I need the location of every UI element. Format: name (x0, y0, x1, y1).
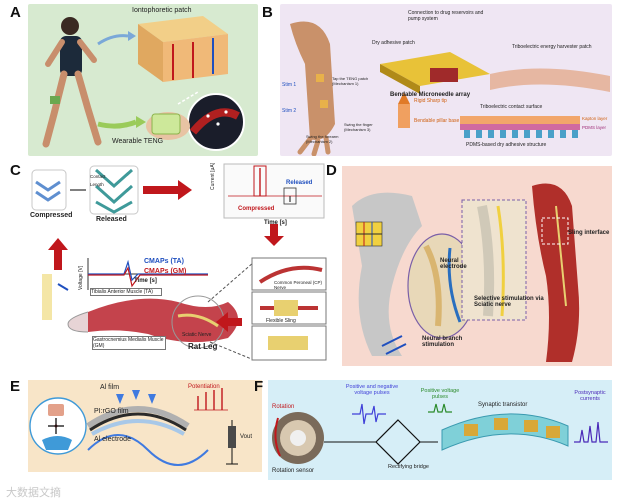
pdms-structure-label: PDMS-based dry adhesive structure (466, 142, 547, 148)
postsynaptic-label: Postsynaptic currents (574, 390, 606, 402)
contact-surface-label: Triboelectric contact surface (480, 104, 543, 110)
panel-b: Connection to drug reservoirs and pump s… (280, 4, 612, 156)
teng-patch-label: Tap the TENG patch (332, 76, 369, 81)
selective-label: Selective stimulation via Sciatic nerve (474, 296, 544, 308)
dry-adhesive-label: Dry adhesive patch (372, 40, 415, 46)
panel-f-illustration (272, 403, 608, 465)
mech2-label: (Mechanism 2) (306, 139, 333, 144)
sciatic-label: Sciatic Nerve (182, 332, 212, 338)
branch-label: Neural branch stimulation (422, 336, 463, 348)
graph-released-label: Released (286, 180, 313, 186)
stim2-label: Stim 2 (282, 108, 297, 114)
forearm-label: Swing the forearm (306, 134, 339, 139)
al-film-label: Al film (100, 384, 120, 391)
peroneal-label: Common Peroneal (CP) Nerve (274, 280, 323, 290)
panel-c-illustration (31, 163, 327, 361)
c-contact-label: Contact (90, 174, 106, 179)
panel-b-label: B (262, 4, 273, 21)
vout-label: Vout (240, 434, 253, 440)
sling-label: Flexible Sling (266, 318, 296, 324)
graph-compressed-label: Compressed (238, 206, 275, 212)
finger-label: Swing the finger (344, 122, 373, 127)
synaptic-label: Synaptic transistor (478, 402, 528, 408)
panel-d: Sling interface Neural electrode Selecti… (342, 166, 612, 366)
al-electrode-label: Al electrode (94, 436, 131, 443)
wearable-teng-label: Wearable TENG (112, 138, 164, 145)
bridge-label: Rectifying bridge (388, 464, 429, 470)
rotation-label: Rotation (272, 404, 295, 410)
mech1-label: (Mechanism 1) (332, 81, 359, 86)
c-released-label: Released (96, 216, 127, 223)
panel-e-illustration (29, 388, 238, 466)
microneedle-label: Bendable Microneedle array (390, 92, 471, 98)
panel-a-label: A (10, 4, 21, 21)
teng-harvester-label: Triboelectric energy harvester patch (512, 44, 592, 50)
panel-f-label: F (254, 378, 264, 395)
rigid-tip-label: Rigid Sharp tip (414, 98, 447, 104)
panel-f: Rotation Positive and negative voltage p… (268, 380, 612, 480)
panel-a: Iontophoretic patch Wearable TENG (28, 4, 258, 156)
c-compressed-label: Compressed (30, 212, 73, 219)
connection-label: Connection to drug reservoirs and pump s… (408, 10, 484, 22)
neural-electrode-label: Neural electrode (440, 258, 467, 270)
iontophoretic-patch-label: Iontophoretic patch (132, 7, 192, 14)
panel-d-illustration (352, 183, 580, 362)
pi-rgo-label: PI:rGO film (94, 408, 129, 415)
panel-e-label: E (10, 378, 21, 395)
gm-muscle-label: Gastrocnemius Medialis Muscle (GM) (92, 336, 166, 350)
pos-pulses-label: Positive voltage pulses (420, 388, 460, 400)
c-length-label: Length (90, 182, 104, 187)
panel-b-illustration (290, 21, 610, 156)
pos-neg-label: Positive and negative voltage pulses (345, 384, 399, 396)
pillar-base-label: Bendable pillar base (414, 118, 460, 124)
time-axis2-label: Time [s] (134, 278, 157, 284)
pdms-layer-label: PDMS layer (582, 125, 607, 130)
current-axis-label: Current [μA] (210, 162, 216, 190)
voltage-axis-label: Voltage [V] (78, 265, 84, 290)
watermark: 大数据文摘 (6, 486, 61, 499)
panel-c-label: C (10, 162, 21, 179)
sling-interface-label: Sling interface (568, 230, 610, 236)
panel-d-label: D (326, 162, 337, 179)
cmaps-gm-label: CMAPs (GM) (144, 268, 187, 275)
stim1-label: Stim 1 (282, 82, 297, 88)
cmaps-ta-label: CMAPs (TA) (144, 258, 184, 265)
time-axis-label: Time [s] (264, 220, 287, 226)
ta-muscle-label: Tibialis Anterior Muscle (TA) (90, 288, 162, 296)
mech3-label: (Mechanism 3) (344, 127, 371, 132)
rat-leg-label: Rat Leg (188, 342, 218, 351)
panel-c: Compressed Released Length Contact Curre… (28, 162, 328, 364)
sensor-label: Rotation sensor (272, 468, 315, 474)
potentiation-label: Potentiation (188, 384, 220, 390)
kapton-label: Kapton layer (582, 116, 608, 121)
panel-e: Al film PI:rGO film Al electrode Potenti… (28, 380, 262, 472)
panel-a-illustration (42, 16, 245, 151)
